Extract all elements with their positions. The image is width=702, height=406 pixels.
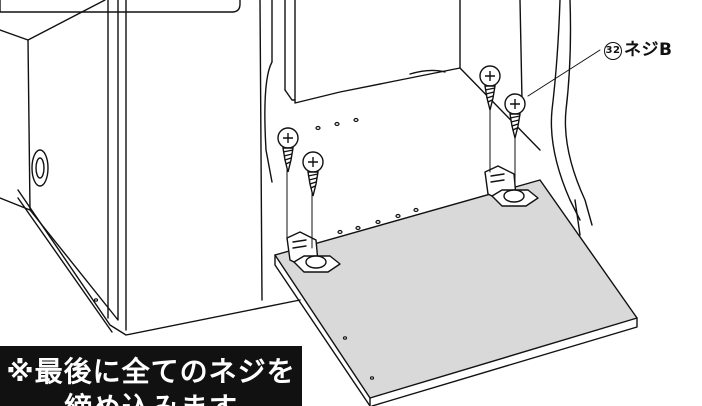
side-hole [31,149,49,187]
dowel-holes [93,117,419,380]
inner-left-wall [264,0,273,183]
notice-banner [0,346,302,406]
screw-2 [302,151,324,197]
hinge-right [484,165,539,207]
screw-b-label: ネジB [624,40,673,60]
left-panel-edge [0,29,31,211]
notice-line-1: ※最後に全てのネジを [6,355,296,388]
cabinet-base-edge [17,189,301,336]
screws [277,65,526,197]
screw-4 [504,93,526,139]
part-number-badge: 32 [604,42,622,60]
cabinet-side-panel [29,0,119,321]
screw-guide-lines [286,103,516,249]
shelf-panel [274,179,638,399]
screw-1 [277,127,299,173]
hinge-left [286,231,341,273]
notice-line-2: 締め込みます [0,386,302,406]
inner-back-wall [294,0,461,104]
screw-3 [479,65,501,111]
inner-right-wall [550,0,581,221]
callout-leader [527,49,601,97]
header-box-outline [0,0,241,13]
